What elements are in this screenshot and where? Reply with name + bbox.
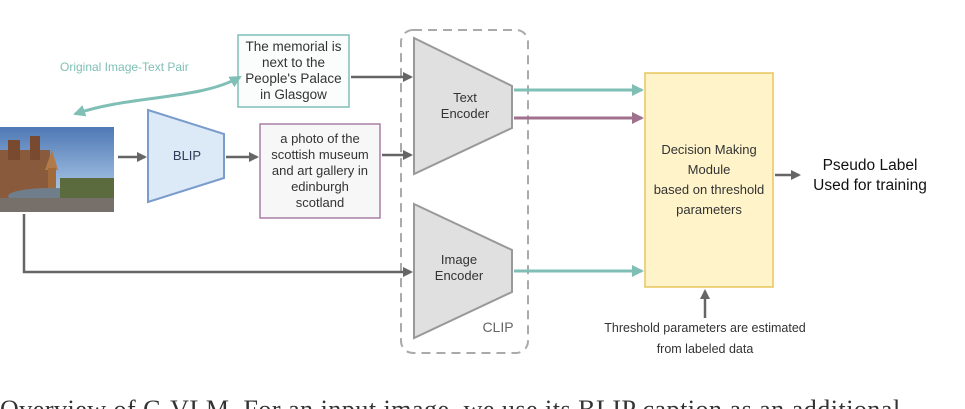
blip-block xyxy=(147,108,225,204)
blip-caption-line: edinburgh xyxy=(291,179,349,194)
original-caption-line: The memorial is xyxy=(245,39,342,54)
figure-caption-partial: Overview of C-VLM. For an input image, w… xyxy=(0,393,965,409)
clip-label: CLIP xyxy=(482,319,514,335)
original-caption-line: in Glasgow xyxy=(260,87,327,102)
blip-caption-line: a photo of the xyxy=(280,131,360,146)
threshold-note-line: from labeled data xyxy=(656,342,754,356)
decision-module-box xyxy=(644,72,774,288)
threshold-note-line: Threshold parameters are estimated xyxy=(604,321,806,335)
blip-caption-line: and art gallery in xyxy=(271,163,369,178)
figure-caption-text: Overview of C-VLM. For an input image, w… xyxy=(0,395,965,409)
blip-caption-line: scottish museum xyxy=(271,147,369,162)
decision-module-label: Decision Making Module based on threshol… xyxy=(645,120,773,240)
pair-arrow xyxy=(73,75,242,117)
original-caption-line: next to the xyxy=(261,55,326,70)
image-encoder-block xyxy=(413,202,513,340)
decision-module-line: Module xyxy=(687,162,731,177)
blip-caption-line: scotland xyxy=(295,195,345,210)
output-label: Pseudo Label Used for training xyxy=(800,156,940,196)
image-to-image-encoder-arrow xyxy=(22,214,413,277)
image-encoder-line: Image xyxy=(440,252,478,267)
output-line: Pseudo Label xyxy=(822,157,918,174)
decision-module-line: parameters xyxy=(676,202,742,217)
blip-caption-text: a photo of the scottish museum and art g… xyxy=(260,124,380,218)
clip-container xyxy=(400,29,529,354)
image-encoder-line: Encoder xyxy=(434,268,484,283)
output-line: Used for training xyxy=(813,177,927,194)
decision-module-line: Decision Making xyxy=(661,142,757,157)
blip-caption-box xyxy=(259,123,381,219)
text-encoder-line: Encoder xyxy=(440,106,490,121)
blip-label: BLIP xyxy=(172,148,202,163)
image-encoder-label: Image Encoder xyxy=(422,248,496,288)
text-encoder-line: Text xyxy=(453,90,477,105)
text-encoder-block xyxy=(413,36,513,176)
original-caption-line: People's Palace xyxy=(245,71,342,86)
original-pair-label: Original Image-Text Pair xyxy=(60,60,189,74)
threshold-note: Threshold parameters are estimated from … xyxy=(575,318,835,360)
text-encoder-label: Text Encoder xyxy=(428,86,502,126)
original-caption-text: The memorial is next to the People's Pal… xyxy=(238,35,349,107)
input-photo xyxy=(0,127,114,212)
original-caption-box xyxy=(237,34,350,108)
decision-module-line: based on threshold xyxy=(653,182,765,197)
